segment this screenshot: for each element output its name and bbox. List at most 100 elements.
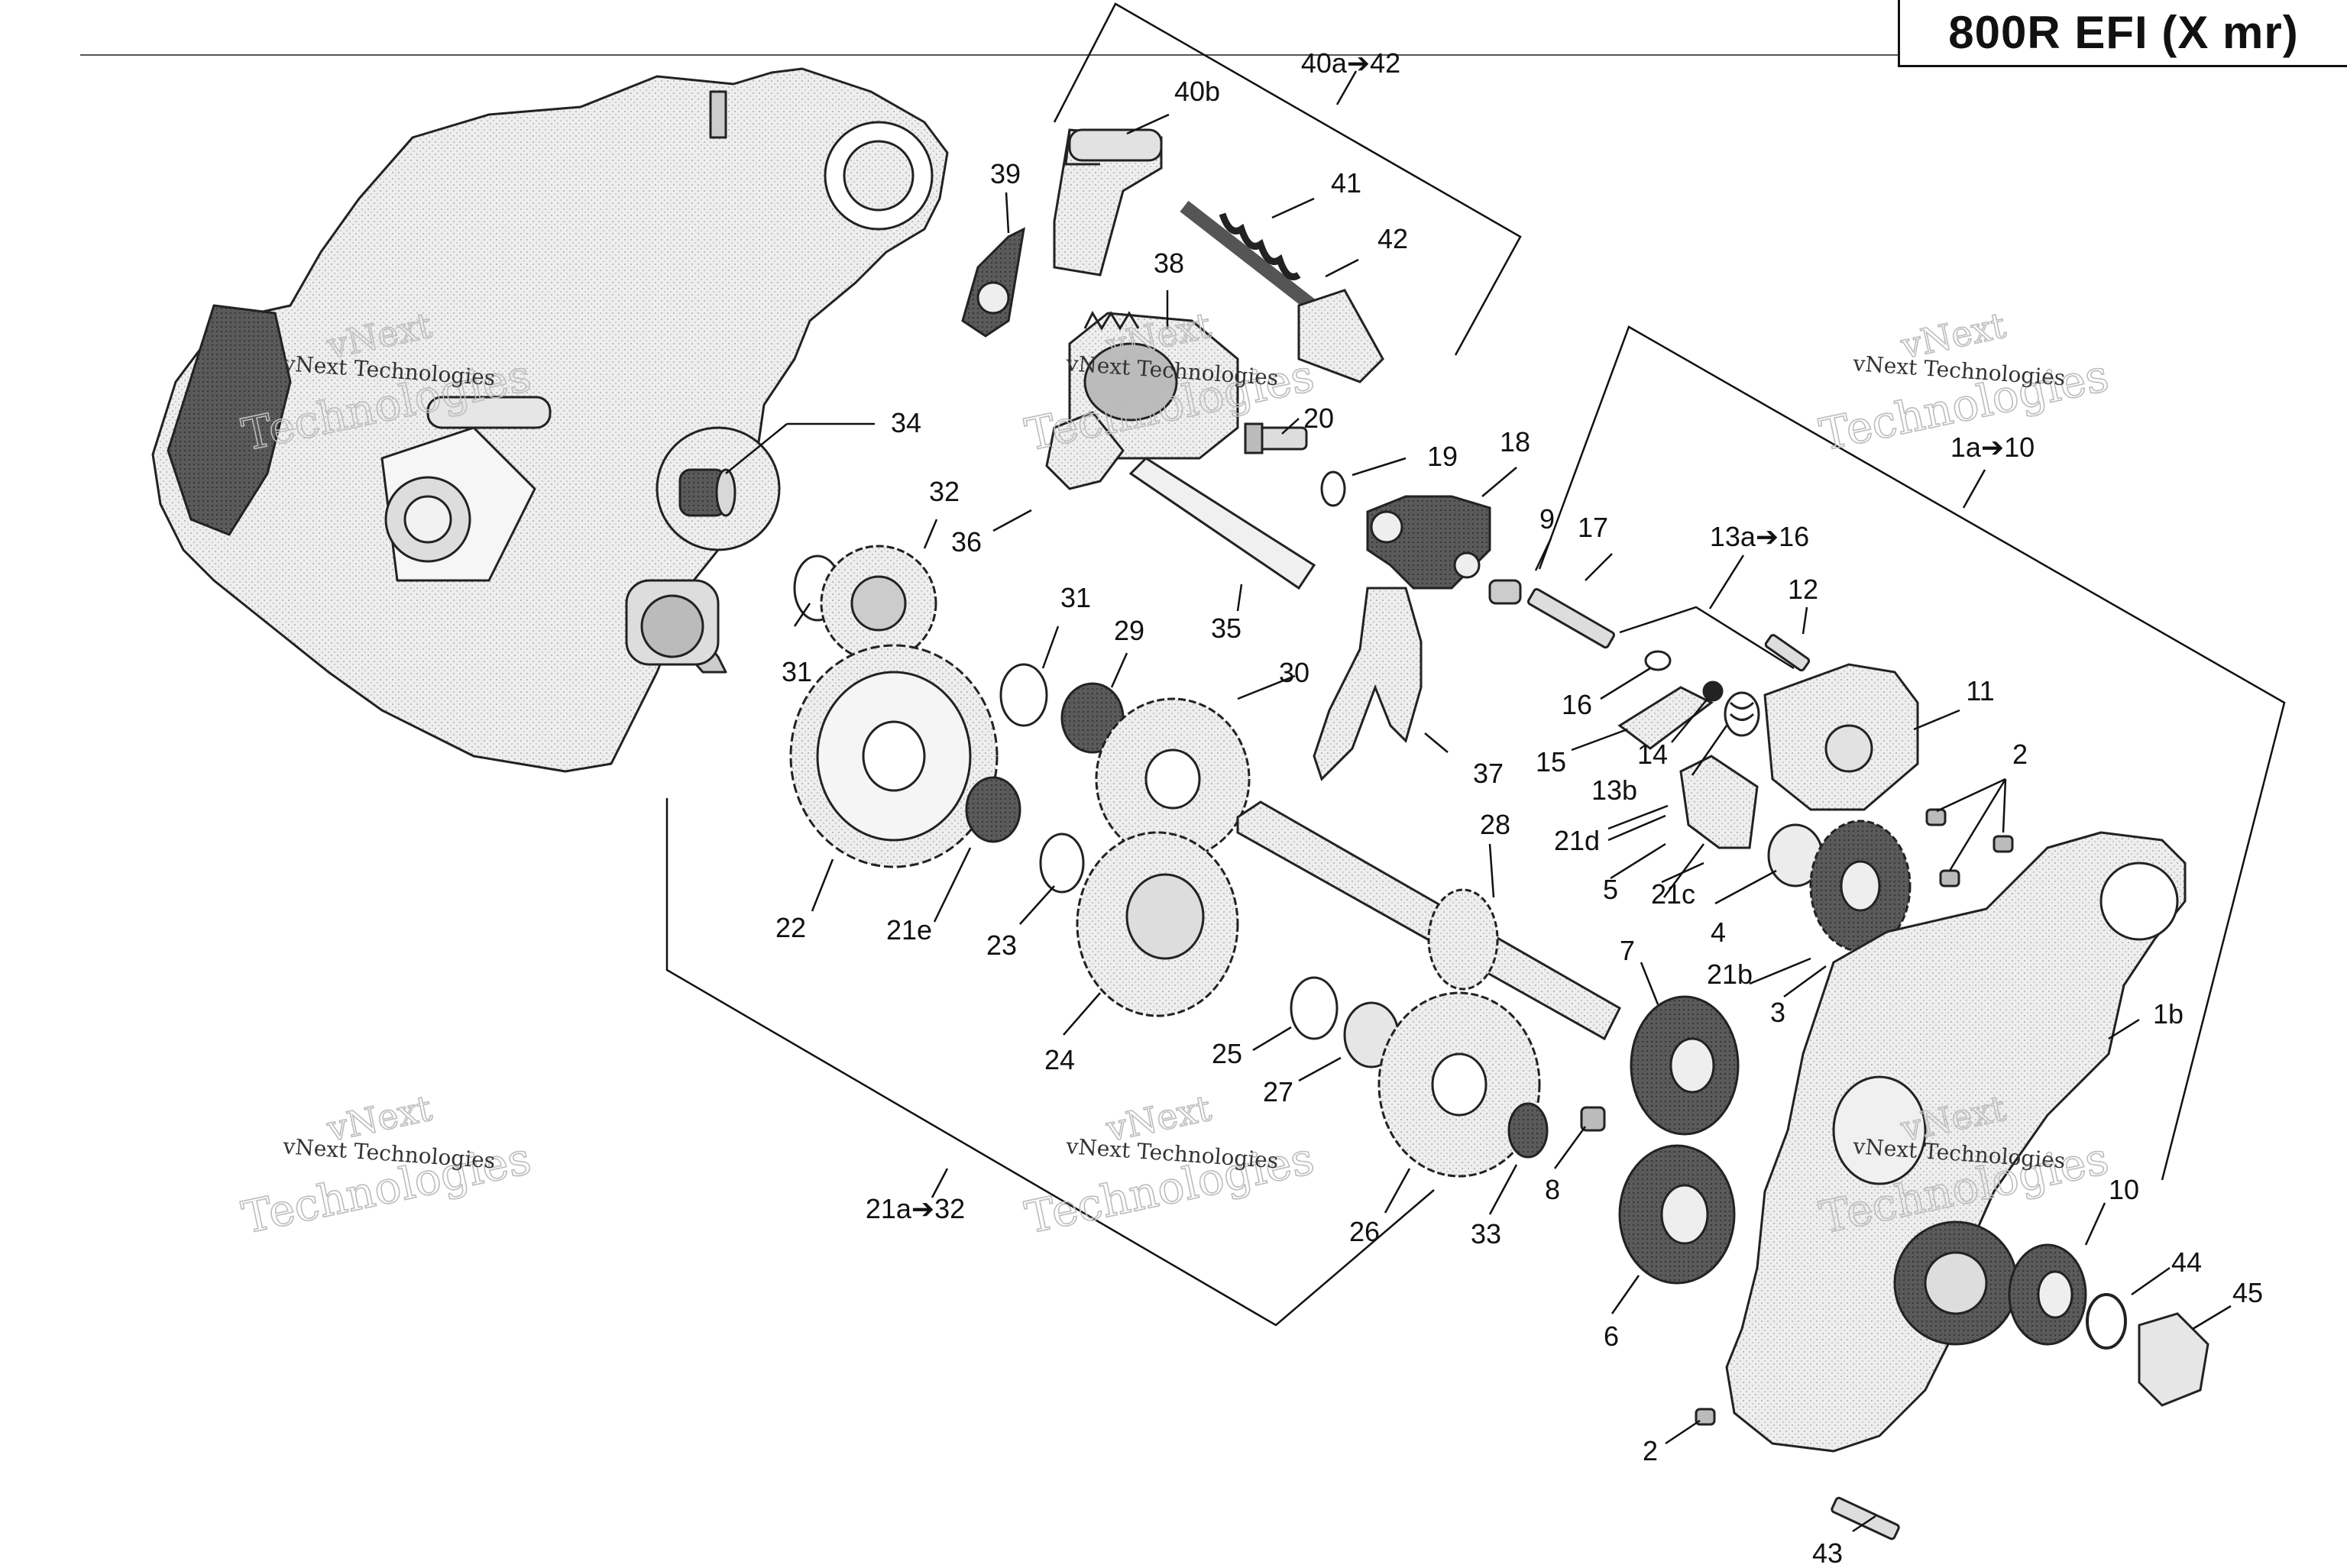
group-label-40a-42: 40a➔42 <box>1301 47 1400 79</box>
callout-17: 17 <box>1578 512 1608 543</box>
part-34-bushing <box>678 468 736 517</box>
part-38-shift-drum <box>1068 310 1239 460</box>
part-24-gear <box>1076 831 1239 1017</box>
part-33-washer <box>1507 1102 1549 1159</box>
callout-22: 22 <box>775 912 806 943</box>
callout-1b: 1b <box>2153 998 2184 1030</box>
callout-39: 39 <box>990 158 1021 189</box>
callout-12: 12 <box>1788 574 1818 605</box>
callout-16: 16 <box>1562 689 1592 720</box>
part-28-shaft <box>1236 800 1621 1041</box>
part-1b-housing <box>1725 831 2187 1453</box>
part-20-bolt <box>1244 422 1308 454</box>
callout-42: 42 <box>1377 223 1408 254</box>
callouts: 40b 39 41 42 38 34 20 19 18 32 36 9 17 1… <box>775 76 2263 1568</box>
callout-4: 4 <box>1711 917 1726 948</box>
callout-45: 45 <box>2232 1277 2263 1308</box>
callout-2b: 2 <box>1643 1435 1658 1466</box>
callout-3: 3 <box>1770 997 1785 1028</box>
part-16-washer <box>1644 650 1672 671</box>
callout-18: 18 <box>1500 426 1530 457</box>
part-22-gear <box>789 644 999 868</box>
part-45-sleeve <box>2138 1312 2209 1407</box>
part-6-bearing <box>1618 1144 1736 1285</box>
callout-33: 33 <box>1471 1218 1501 1250</box>
callout-14: 14 <box>1637 739 1668 770</box>
callout-2a: 2 <box>2012 739 2028 770</box>
part-37-fork <box>1313 587 1423 781</box>
part-39-plate <box>961 227 1025 338</box>
callout-23: 23 <box>986 929 1017 961</box>
callout-30: 30 <box>1279 657 1309 688</box>
title-box: 800R EFI (X mr) <box>1898 0 2347 67</box>
callout-29: 29 <box>1114 615 1144 646</box>
left-housing <box>151 67 949 773</box>
callout-34: 34 <box>891 407 921 438</box>
callout-37: 37 <box>1473 758 1504 789</box>
part-32-gear <box>820 545 937 662</box>
callout-41: 41 <box>1331 167 1361 199</box>
callout-44: 44 <box>2171 1246 2202 1278</box>
part-5-shaft <box>1679 755 1759 849</box>
part-42-bracket <box>1297 289 1384 383</box>
part-7-bearing <box>1630 995 1740 1136</box>
callout-27: 27 <box>1263 1076 1293 1107</box>
part-14-clip <box>1702 681 1724 702</box>
callout-31a: 31 <box>782 656 812 687</box>
part-41-spring <box>1180 200 1326 319</box>
part-31b-circlip <box>999 663 1048 727</box>
group-label-21a-32: 21a➔32 <box>866 1193 965 1224</box>
callout-13b: 13b <box>1591 774 1637 806</box>
part-10-seal <box>2008 1243 2087 1346</box>
part-30-gear <box>1095 697 1251 861</box>
part-43-bolt <box>1831 1496 1900 1541</box>
part-18-lever <box>1366 495 1491 590</box>
part-35-shaft <box>1128 457 1316 590</box>
callout-19: 19 <box>1427 441 1458 472</box>
part-12-bolt <box>1764 634 1811 672</box>
callout-9: 9 <box>1539 503 1555 535</box>
part-26-gear <box>1377 991 1541 1178</box>
group-label-1a-10: 1a➔10 <box>1950 432 2035 463</box>
part-2-dowels <box>1695 808 2014 1426</box>
callout-21c: 21c <box>1651 878 1695 910</box>
diagram-title: 800R EFI (X mr) <box>1948 7 2299 58</box>
part-11-cover <box>1763 663 1919 811</box>
callout-11: 11 <box>1966 675 1994 706</box>
part-17-bolt <box>1526 587 1615 649</box>
callout-8: 8 <box>1545 1174 1560 1205</box>
part-25-circlip <box>1290 976 1339 1040</box>
group-label-13a-16: 13a➔16 <box>1710 521 1809 552</box>
part-23-circlip <box>1039 832 1085 894</box>
callout-26: 26 <box>1349 1216 1380 1247</box>
group-labels: 40a➔42 1a➔10 13a➔16 21a➔32 <box>866 47 2035 1224</box>
part-15-link <box>1617 686 1714 750</box>
group-brackets <box>665 2 2286 1327</box>
callout-21e: 21e <box>886 914 932 946</box>
callout-24: 24 <box>1044 1044 1075 1075</box>
callout-25: 25 <box>1212 1038 1242 1069</box>
part-13b-spring <box>1724 691 1760 737</box>
part-3-gear <box>1809 820 1912 952</box>
callout-6: 6 <box>1604 1321 1619 1352</box>
part-8-bolt <box>1580 1106 1606 1132</box>
callout-43: 43 <box>1812 1537 1843 1564</box>
callout-28: 28 <box>1480 809 1510 840</box>
part-21e-bearing <box>965 776 1021 843</box>
leader-lines <box>725 113 2232 1533</box>
part-44-oring <box>2086 1293 2127 1350</box>
part-9-bushing <box>1488 579 1522 605</box>
callout-35: 35 <box>1211 613 1241 644</box>
callout-31b: 31 <box>1060 582 1091 613</box>
part-36-fork <box>1045 411 1125 490</box>
callout-15: 15 <box>1536 746 1566 778</box>
callout-7: 7 <box>1620 935 1635 966</box>
callout-21b: 21b <box>1707 959 1753 990</box>
callout-5: 5 <box>1603 874 1618 905</box>
callout-40b: 40b <box>1174 76 1220 107</box>
callout-38: 38 <box>1154 247 1184 279</box>
callout-20: 20 <box>1303 403 1334 434</box>
part-19-washer <box>1320 470 1346 507</box>
